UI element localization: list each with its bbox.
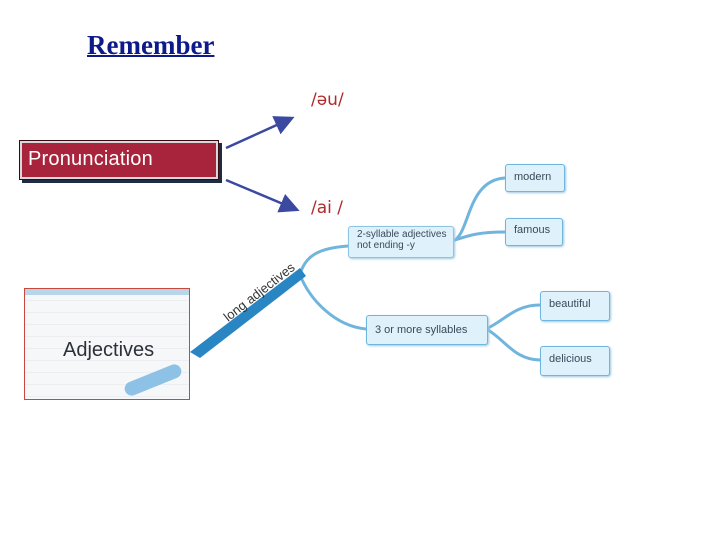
adjectives-notebook-image: Adjectives xyxy=(24,288,190,400)
branch-label: long adjectives xyxy=(221,259,298,324)
node-modern: modern xyxy=(505,164,565,192)
node-beautiful-label: beautiful xyxy=(549,298,591,310)
node-two-syllable-line1: 2-syllable adjectives xyxy=(357,229,447,240)
node-three-or-more: 3 or more syllables xyxy=(366,315,488,345)
notebook-top-stripe xyxy=(25,289,190,295)
node-two-syllable-line2: not ending -y xyxy=(357,240,415,251)
node-famous: famous xyxy=(505,218,563,246)
pen-icon xyxy=(123,362,184,397)
long-adjectives-branch xyxy=(190,268,306,358)
node-three-or-more-label: 3 or more syllables xyxy=(375,324,467,336)
adjectives-label: Adjectives xyxy=(63,339,154,362)
node-two-syllable: 2-syllable adjectives not ending -y xyxy=(348,226,454,258)
node-famous-label: famous xyxy=(514,224,550,236)
node-delicious-label: delicious xyxy=(549,353,592,365)
node-delicious: delicious xyxy=(540,346,610,376)
node-beautiful: beautiful xyxy=(540,291,610,321)
node-modern-label: modern xyxy=(514,171,551,183)
